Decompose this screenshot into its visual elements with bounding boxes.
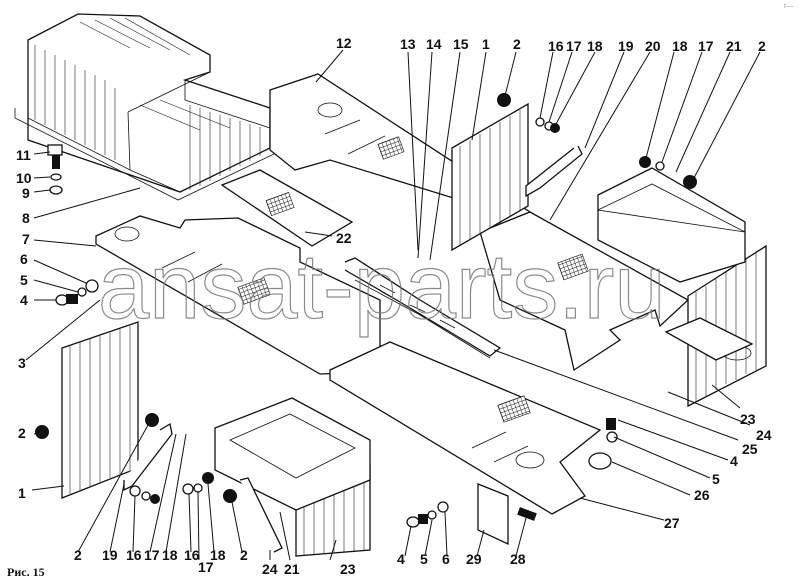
callout-14: 14 — [426, 36, 442, 52]
callout-5: 5 — [420, 551, 428, 567]
callout-29: 29 — [466, 551, 482, 567]
callout-4: 4 — [397, 551, 405, 567]
watermark-text: ansat-parts.ru — [98, 236, 666, 338]
corner-mark: r— — [784, 3, 793, 10]
callout-28: 28 — [510, 551, 526, 567]
callout-18: 18 — [162, 547, 178, 563]
callout-5: 5 — [20, 272, 28, 288]
callout-9: 9 — [22, 185, 30, 201]
floor-panel-27 — [329, 341, 602, 515]
callout-5: 5 — [712, 471, 720, 487]
callout-labels: 12 13 14 15 1 2 16 17 18 19 20 18 17 21 … — [16, 35, 772, 577]
callout-25: 25 — [742, 441, 758, 457]
callout-27: 27 — [664, 515, 680, 531]
figure-caption: Рис. 15 — [7, 565, 45, 579]
side-plate-1-lower — [61, 321, 139, 499]
side-plate-23-right — [664, 244, 767, 408]
leader-lines — [25, 49, 761, 561]
callout-1: 1 — [482, 36, 490, 52]
floor-panel-7 — [95, 215, 381, 375]
callout-20: 20 — [645, 38, 661, 54]
callout-2: 2 — [74, 547, 82, 563]
callout-16: 16 — [184, 547, 200, 563]
callout-24: 24 — [756, 427, 772, 443]
callout-23: 23 — [340, 561, 356, 577]
callout-26: 26 — [694, 487, 710, 503]
frame-ladder — [344, 257, 502, 359]
battery-tray-21-upper — [596, 167, 746, 283]
callout-17: 17 — [198, 559, 214, 575]
callout-4: 4 — [20, 292, 28, 308]
callout-24: 24 — [262, 561, 278, 577]
floor-panel-20 — [479, 211, 690, 372]
callout-2: 2 — [18, 425, 26, 441]
callout-3: 3 — [18, 355, 26, 371]
callout-16: 16 — [548, 38, 564, 54]
callout-2: 2 — [758, 38, 766, 54]
callout-17: 17 — [144, 547, 160, 563]
callout-22: 22 — [336, 230, 352, 246]
callout-11: 11 — [16, 147, 31, 163]
callout-19: 19 — [102, 547, 118, 563]
callout-18: 18 — [672, 38, 688, 54]
side-plate-1-upper — [451, 102, 529, 252]
callout-23: 23 — [740, 411, 756, 427]
callout-8: 8 — [22, 210, 30, 226]
callout-2: 2 — [240, 547, 248, 563]
callout-13: 13 — [400, 36, 416, 52]
callout-6: 6 — [442, 551, 450, 567]
callout-21: 21 — [284, 561, 300, 577]
callout-6: 6 — [20, 251, 28, 267]
callout-18: 18 — [587, 38, 603, 54]
callout-10: 10 — [16, 170, 32, 186]
callout-21: 21 — [726, 38, 742, 54]
callout-1: 1 — [18, 485, 26, 501]
battery-cover-housing — [14, 13, 279, 201]
callout-18: 18 — [210, 547, 226, 563]
mesh-panel-22 — [220, 169, 354, 247]
callout-4: 4 — [730, 453, 738, 469]
callout-7: 7 — [22, 231, 30, 247]
callout-17: 17 — [566, 38, 582, 54]
battery-tray-21-lower — [214, 397, 371, 511]
callout-16: 16 — [126, 547, 142, 563]
callout-2: 2 — [513, 36, 521, 52]
callout-12: 12 — [336, 35, 352, 51]
callout-15: 15 — [453, 36, 469, 52]
callout-19: 19 — [618, 38, 634, 54]
callout-17: 17 — [698, 38, 714, 54]
